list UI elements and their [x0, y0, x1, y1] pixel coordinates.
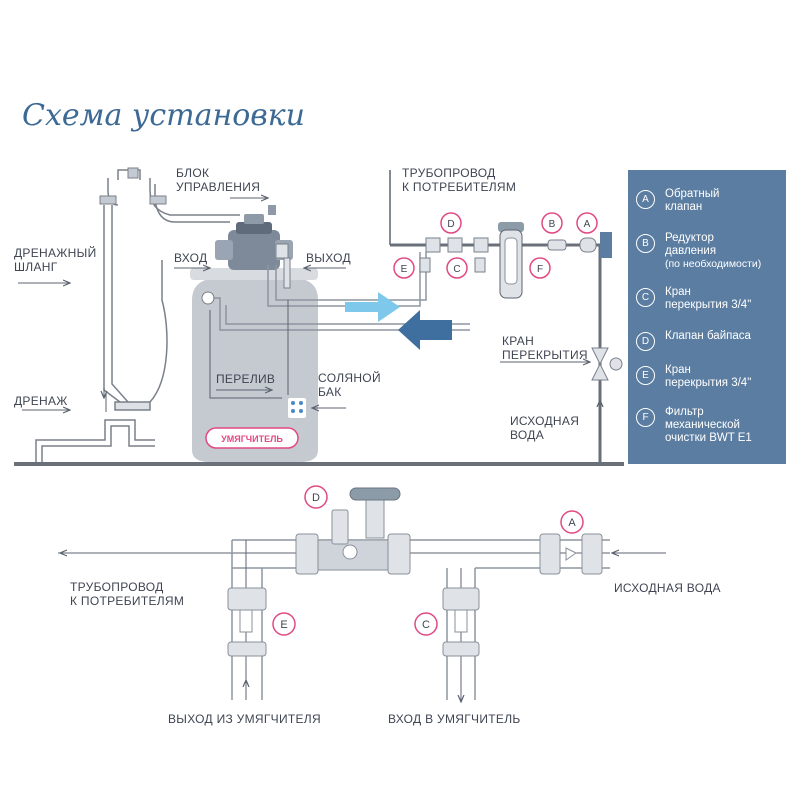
mechanical-filter	[498, 222, 524, 299]
label-softener-out: ВЫХОД ИЗ УМЯГЧИТЕЛЯ	[168, 712, 321, 726]
label-shutoff-valve: КРАН ПЕРЕКРЫТИЯ	[502, 334, 588, 362]
svg-text:D: D	[312, 492, 320, 504]
label-overflow: ПЕРЕЛИВ	[216, 372, 276, 386]
softener-tank	[190, 268, 318, 462]
svg-text:E: E	[280, 619, 287, 631]
legend-text: Обратный клапан	[665, 188, 720, 213]
label-inlet: ВХОД	[174, 251, 208, 265]
inflow-arrow	[345, 292, 400, 322]
label-consumer-pipe-top: ТРУБОПРОВОД К ПОТРЕБИТЕЛЯМ	[402, 166, 517, 194]
legend-text: Кран перекрытия 3/4"	[665, 364, 752, 389]
label-softener-in: ВХОД В УМЯГЧИТЕЛЬ	[388, 712, 521, 726]
outflow-arrow	[398, 310, 452, 350]
svg-text:C: C	[422, 619, 430, 631]
svg-text:C: C	[453, 264, 460, 275]
legend-item-b: B Редуктор давления(по необходимости)	[636, 232, 786, 271]
label-control-unit: БЛОК УПРАВЛЕНИЯ	[176, 166, 261, 194]
svg-text:F: F	[537, 264, 543, 275]
badge-e-bottom: E	[272, 612, 296, 636]
legend-item-a: A Обратный клапан	[636, 188, 786, 214]
bottom-flow-arrows	[60, 553, 666, 702]
svg-text:D: D	[447, 219, 454, 230]
label-drain-hose: ДРЕНАЖНЫЙ ШЛАНГ	[14, 246, 97, 274]
label-consumer-pipe-bottom: ТРУБОПРОВОД К ПОТРЕБИТЕЛЯМ	[70, 580, 185, 608]
label-drain: ДРЕНАЖ	[14, 394, 68, 408]
tank-label: УМЯГЧИТЕЛЬ	[221, 434, 283, 444]
legend-badge: E	[636, 366, 655, 385]
page-title: Схема установки	[22, 98, 305, 133]
legend-item-e: E Кран перекрытия 3/4"	[636, 364, 786, 390]
badge-c-top: C	[446, 257, 468, 279]
bypass-fittings	[227, 487, 603, 657]
floor-line	[14, 462, 624, 466]
legend-text: Фильтр механической очистки BWT E1	[665, 406, 752, 444]
badge-f-top: F	[529, 257, 551, 279]
label-source-water-bottom: ИСХОДНАЯ ВОДА	[614, 581, 721, 595]
drain-fitting	[149, 195, 167, 205]
legend-panel: A Обратный клапан B Редуктор давления(по…	[628, 170, 786, 464]
svg-text:A: A	[568, 517, 576, 529]
badge-a-top: A	[576, 212, 598, 234]
drain-fitting	[99, 195, 117, 205]
legend-badge: A	[636, 190, 655, 209]
tank-plumbing	[209, 252, 470, 399]
legend-item-d: D Клапан байпаса	[636, 330, 786, 351]
drain-clamp	[127, 167, 139, 179]
legend-text: Редуктор давления(по необходимости)	[665, 232, 762, 270]
label-source-water-top: ИСХОДНАЯ ВОДА	[510, 414, 580, 442]
legend-badge: C	[636, 288, 655, 307]
badge-c-bottom: C	[414, 612, 438, 636]
control-valve	[215, 205, 293, 289]
legend-badge: F	[636, 408, 655, 427]
component-badges: D E C F B A D A E C	[272, 212, 598, 636]
badge-d-bottom: D	[304, 485, 328, 509]
svg-text:B: B	[549, 219, 556, 230]
top-main-line	[389, 170, 623, 465]
label-brine-tank: СОЛЯНОЙ БАК	[318, 371, 381, 399]
badge-e-top: E	[393, 257, 415, 279]
legend-badge: B	[636, 234, 655, 253]
badge-a-bottom: A	[560, 510, 584, 534]
legend-text: Клапан байпаса	[665, 330, 751, 342]
top-label-arrows	[18, 198, 600, 440]
legend-item-f: F Фильтр механической очистки BWT E1	[636, 406, 786, 445]
badge-b-top: B	[541, 212, 563, 234]
svg-text:E: E	[401, 264, 408, 275]
legend-badge: D	[636, 332, 655, 351]
legend-item-c: C Кран перекрытия 3/4"	[636, 286, 786, 312]
legend-text: Кран перекрытия 3/4"	[665, 286, 752, 311]
badge-d-top: D	[440, 212, 462, 234]
label-outlet: ВЫХОД	[306, 251, 351, 265]
svg-text:A: A	[584, 219, 591, 230]
